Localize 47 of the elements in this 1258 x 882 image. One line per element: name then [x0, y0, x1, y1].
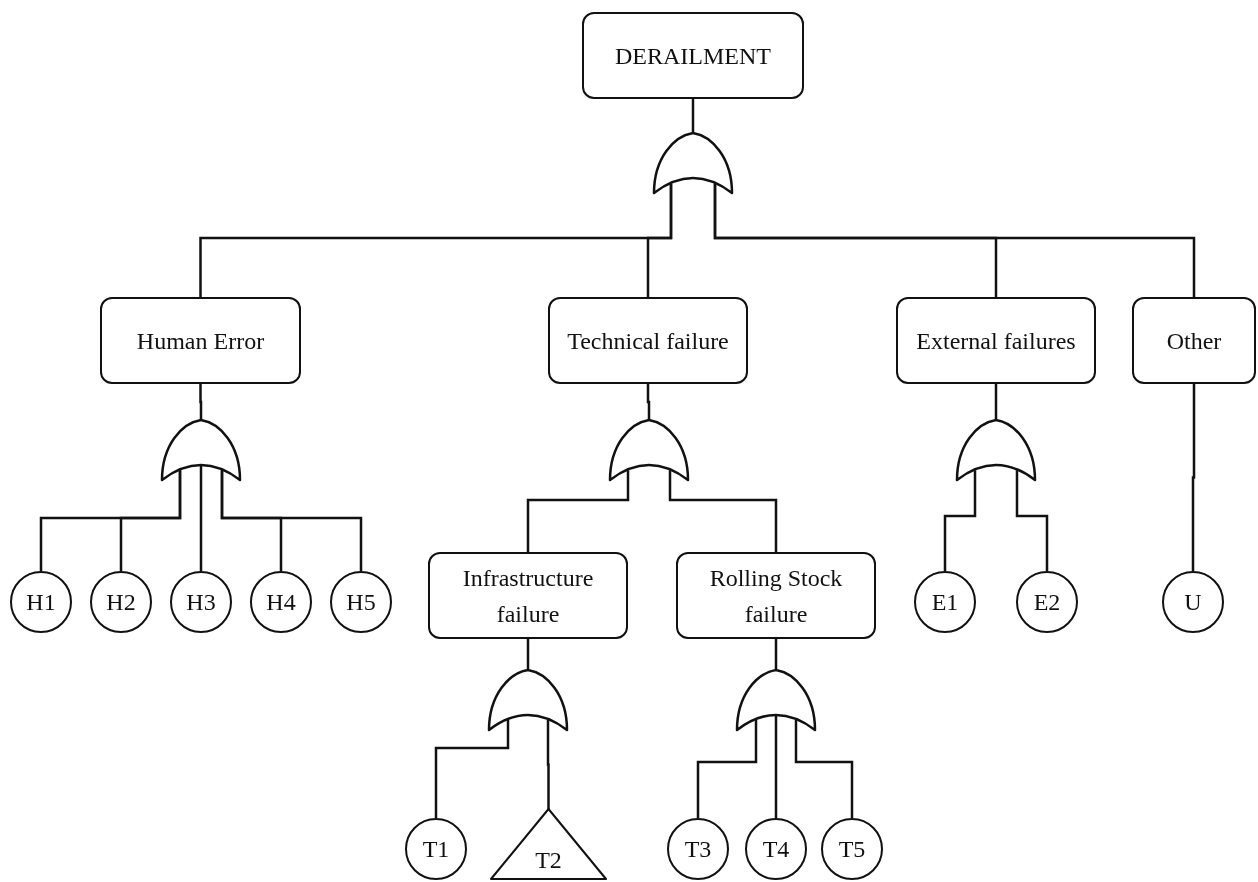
basic-event-circle: T3: [667, 818, 729, 880]
connector-line: [774, 716, 778, 818]
basic-event-circle: E2: [1016, 571, 1078, 633]
connector-line: [943, 470, 977, 571]
connector-line: [199, 384, 203, 420]
basic-event-circle: H1: [10, 571, 72, 633]
basic-event-circle: E1: [914, 571, 976, 633]
connector-line: [774, 639, 778, 670]
event-box: Infrastructure failure: [428, 552, 628, 639]
event-box: Technical failure: [548, 297, 748, 384]
connector-line: [646, 384, 651, 420]
or-gate: [957, 420, 1035, 480]
transfer-triangle: T2: [490, 808, 607, 880]
or-gate: [610, 420, 688, 480]
basic-event-circle: T4: [745, 818, 807, 880]
or-gate: [489, 670, 567, 730]
basic-event-circle: T1: [405, 818, 467, 880]
basic-event-circle: H2: [90, 571, 152, 633]
connector-line: [713, 183, 1196, 297]
connector-line: [199, 466, 203, 571]
connector-line: [526, 470, 630, 552]
basic-event-circle: H4: [250, 571, 312, 633]
connector-line: [646, 183, 673, 297]
connector-line: [696, 719, 758, 818]
connector-line: [434, 719, 510, 818]
event-box: Other: [1132, 297, 1256, 384]
connector-line: [119, 470, 182, 571]
basic-event-circle: T5: [821, 818, 883, 880]
connector-line: [794, 719, 854, 818]
event-box: Rolling Stock failure: [676, 552, 876, 639]
connector-line: [546, 719, 550, 809]
connector-line: [1015, 470, 1049, 571]
connector-line: [994, 384, 998, 420]
or-gate: [737, 670, 815, 730]
connector-line: [526, 639, 530, 670]
event-box: External failures: [896, 297, 1096, 384]
event-box: Human Error: [100, 297, 301, 384]
or-gate: [654, 133, 732, 193]
connector-line: [691, 99, 695, 133]
event-box: DERAILMENT: [582, 12, 804, 99]
connector-line: [668, 470, 778, 552]
connector-line: [220, 470, 363, 571]
connector-line: [1191, 384, 1196, 571]
basic-event-circle: H5: [330, 571, 392, 633]
basic-event-circle: U: [1162, 571, 1224, 633]
or-gate: [162, 420, 240, 480]
basic-event-circle: H3: [170, 571, 232, 633]
